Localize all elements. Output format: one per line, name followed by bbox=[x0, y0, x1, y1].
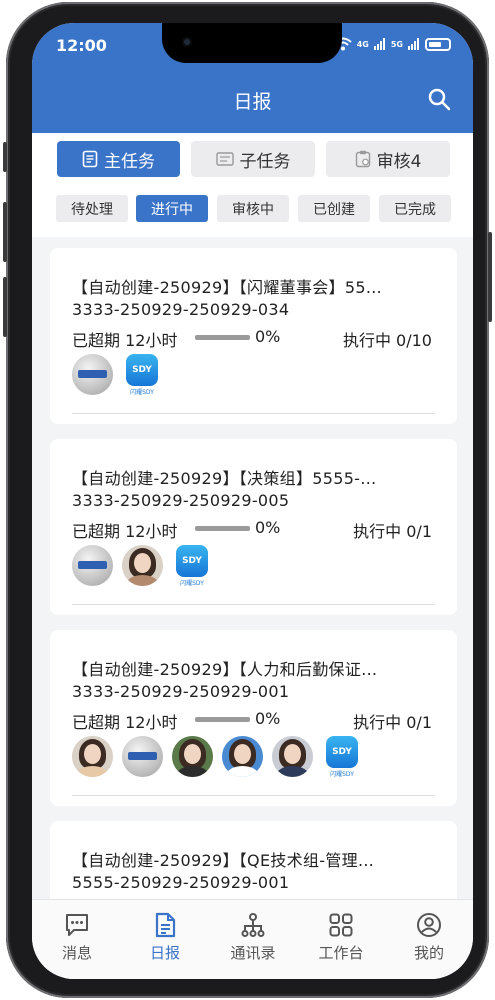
avatar bbox=[172, 736, 213, 777]
nav-label: 日报 bbox=[149, 944, 180, 962]
task-title: 【自动创建-250929】【QE技术组-管理… bbox=[72, 851, 375, 870]
tab-main-task[interactable]: 主任务 bbox=[57, 141, 180, 177]
task-card[interactable]: 【自动创建-250929】【决策组】5555-… 3333-250929-250… bbox=[50, 439, 457, 615]
filter-in-progress[interactable]: 进行中 bbox=[136, 195, 208, 222]
task-code: 3333-250929-250929-034 bbox=[72, 300, 290, 319]
volume-up-button bbox=[3, 202, 7, 262]
card-divider bbox=[72, 604, 435, 605]
workbench-icon bbox=[329, 913, 353, 937]
progress-bar bbox=[195, 717, 250, 722]
tab-review[interactable]: 审核4 bbox=[326, 141, 450, 177]
task-progress-row: 已超期 12小时 0% 执行中 0/1 bbox=[72, 518, 432, 541]
task-progress-row: 已超期 12小时 0% 执行中 0/1 bbox=[72, 709, 432, 732]
avatar bbox=[222, 736, 263, 777]
execution-status: 执行中 0/1 bbox=[353, 522, 432, 541]
overdue-label: 已超期 12小时 bbox=[72, 331, 178, 350]
signal-bars-icon bbox=[408, 38, 419, 50]
nav-label: 工作台 bbox=[318, 944, 364, 962]
task-progress-row: 已超期 12小时 0% 执行中 0/10 bbox=[72, 327, 432, 350]
avatar bbox=[72, 354, 113, 395]
camera-icon bbox=[182, 37, 192, 47]
tab-sub-task[interactable]: 子任务 bbox=[191, 141, 315, 177]
avatar bbox=[122, 545, 163, 586]
overdue-label: 已超期 12小时 bbox=[72, 713, 178, 732]
message-icon bbox=[66, 914, 88, 936]
filter-created[interactable]: 已创建 bbox=[298, 195, 370, 222]
document-icon bbox=[82, 150, 98, 168]
tab-label: 主任务 bbox=[104, 151, 155, 172]
filter-pending[interactable]: 待处理 bbox=[56, 195, 128, 222]
notch bbox=[162, 23, 342, 63]
progress-percent: 0% bbox=[255, 709, 281, 728]
screen: 12:00 4G 5G 日报 主任务 子任务 bbox=[32, 23, 473, 979]
nav-contacts[interactable]: 通讯录 bbox=[213, 912, 293, 963]
clipboard-icon bbox=[355, 150, 370, 168]
nav-messages[interactable]: 消息 bbox=[37, 912, 117, 963]
card-divider bbox=[72, 413, 435, 414]
nav-label: 我的 bbox=[413, 944, 444, 962]
search-button[interactable] bbox=[427, 87, 451, 115]
avatar bbox=[272, 736, 313, 777]
task-code: 5555-250929-250929-001 bbox=[72, 873, 290, 892]
task-code: 3333-250929-250929-005 bbox=[72, 491, 290, 510]
nav-label: 消息 bbox=[61, 944, 92, 962]
status-time: 12:00 bbox=[56, 36, 107, 55]
progress-bar bbox=[195, 335, 250, 340]
execution-status: 执行中 0/10 bbox=[342, 331, 432, 350]
nav-profile[interactable]: 我的 bbox=[389, 912, 469, 963]
progress-bar bbox=[195, 526, 250, 531]
mute-switch bbox=[3, 142, 7, 172]
execution-status: 执行中 0/1 bbox=[353, 713, 432, 732]
nav-label: 通讯录 bbox=[230, 944, 276, 962]
signal-5g-label: 5G bbox=[390, 39, 403, 49]
progress-percent: 0% bbox=[255, 327, 281, 346]
progress-percent: 0% bbox=[255, 518, 281, 537]
card-divider bbox=[72, 795, 435, 796]
bottom-nav: 消息 日报 通讯录 工作台 我的 bbox=[32, 899, 473, 979]
task-title: 【自动创建-250929】【决策组】5555-… bbox=[72, 469, 377, 488]
contacts-icon bbox=[241, 913, 265, 937]
nav-workbench[interactable]: 工作台 bbox=[301, 912, 381, 963]
avatar bbox=[72, 736, 113, 777]
phone-frame: 12:00 4G 5G 日报 主任务 子任务 bbox=[3, 2, 492, 998]
tab-label: 审核4 bbox=[376, 151, 422, 172]
profile-icon bbox=[417, 913, 441, 937]
task-code: 3333-250929-250929-001 bbox=[72, 682, 290, 701]
filter-reviewing[interactable]: 审核中 bbox=[217, 195, 289, 222]
page-title: 日报 bbox=[233, 91, 272, 113]
task-card[interactable]: 【自动创建-250929】【闪耀董事会】55… 3333-250929-2509… bbox=[50, 248, 457, 424]
filter-completed[interactable]: 已完成 bbox=[379, 195, 451, 222]
avatar bbox=[122, 736, 163, 777]
report-icon bbox=[155, 912, 176, 938]
task-title: 【自动创建-250929】【闪耀董事会】55… bbox=[72, 278, 383, 297]
task-card[interactable]: 【自动创建-250929】【人力和后勤保证… 3333-250929-25092… bbox=[50, 630, 457, 806]
volume-down-button bbox=[3, 277, 7, 337]
overdue-label: 已超期 12小时 bbox=[72, 522, 178, 541]
task-title: 【自动创建-250929】【人力和后勤保证… bbox=[72, 660, 378, 679]
list-icon bbox=[215, 152, 234, 166]
avatar bbox=[72, 545, 113, 586]
power-button bbox=[488, 232, 492, 322]
battery-icon bbox=[425, 37, 451, 51]
tab-label: 子任务 bbox=[239, 151, 291, 172]
signal-bars-icon bbox=[373, 38, 385, 50]
task-tabs-bar: 主任务 子任务 审核4 待处理 进行中 审核中 已创建 已完成 bbox=[32, 133, 473, 237]
status-icons: 4G 5G bbox=[334, 37, 451, 51]
nav-daily-report[interactable]: 日报 bbox=[125, 912, 205, 963]
search-icon bbox=[428, 88, 451, 111]
signal-4g-label: 4G bbox=[356, 39, 369, 49]
